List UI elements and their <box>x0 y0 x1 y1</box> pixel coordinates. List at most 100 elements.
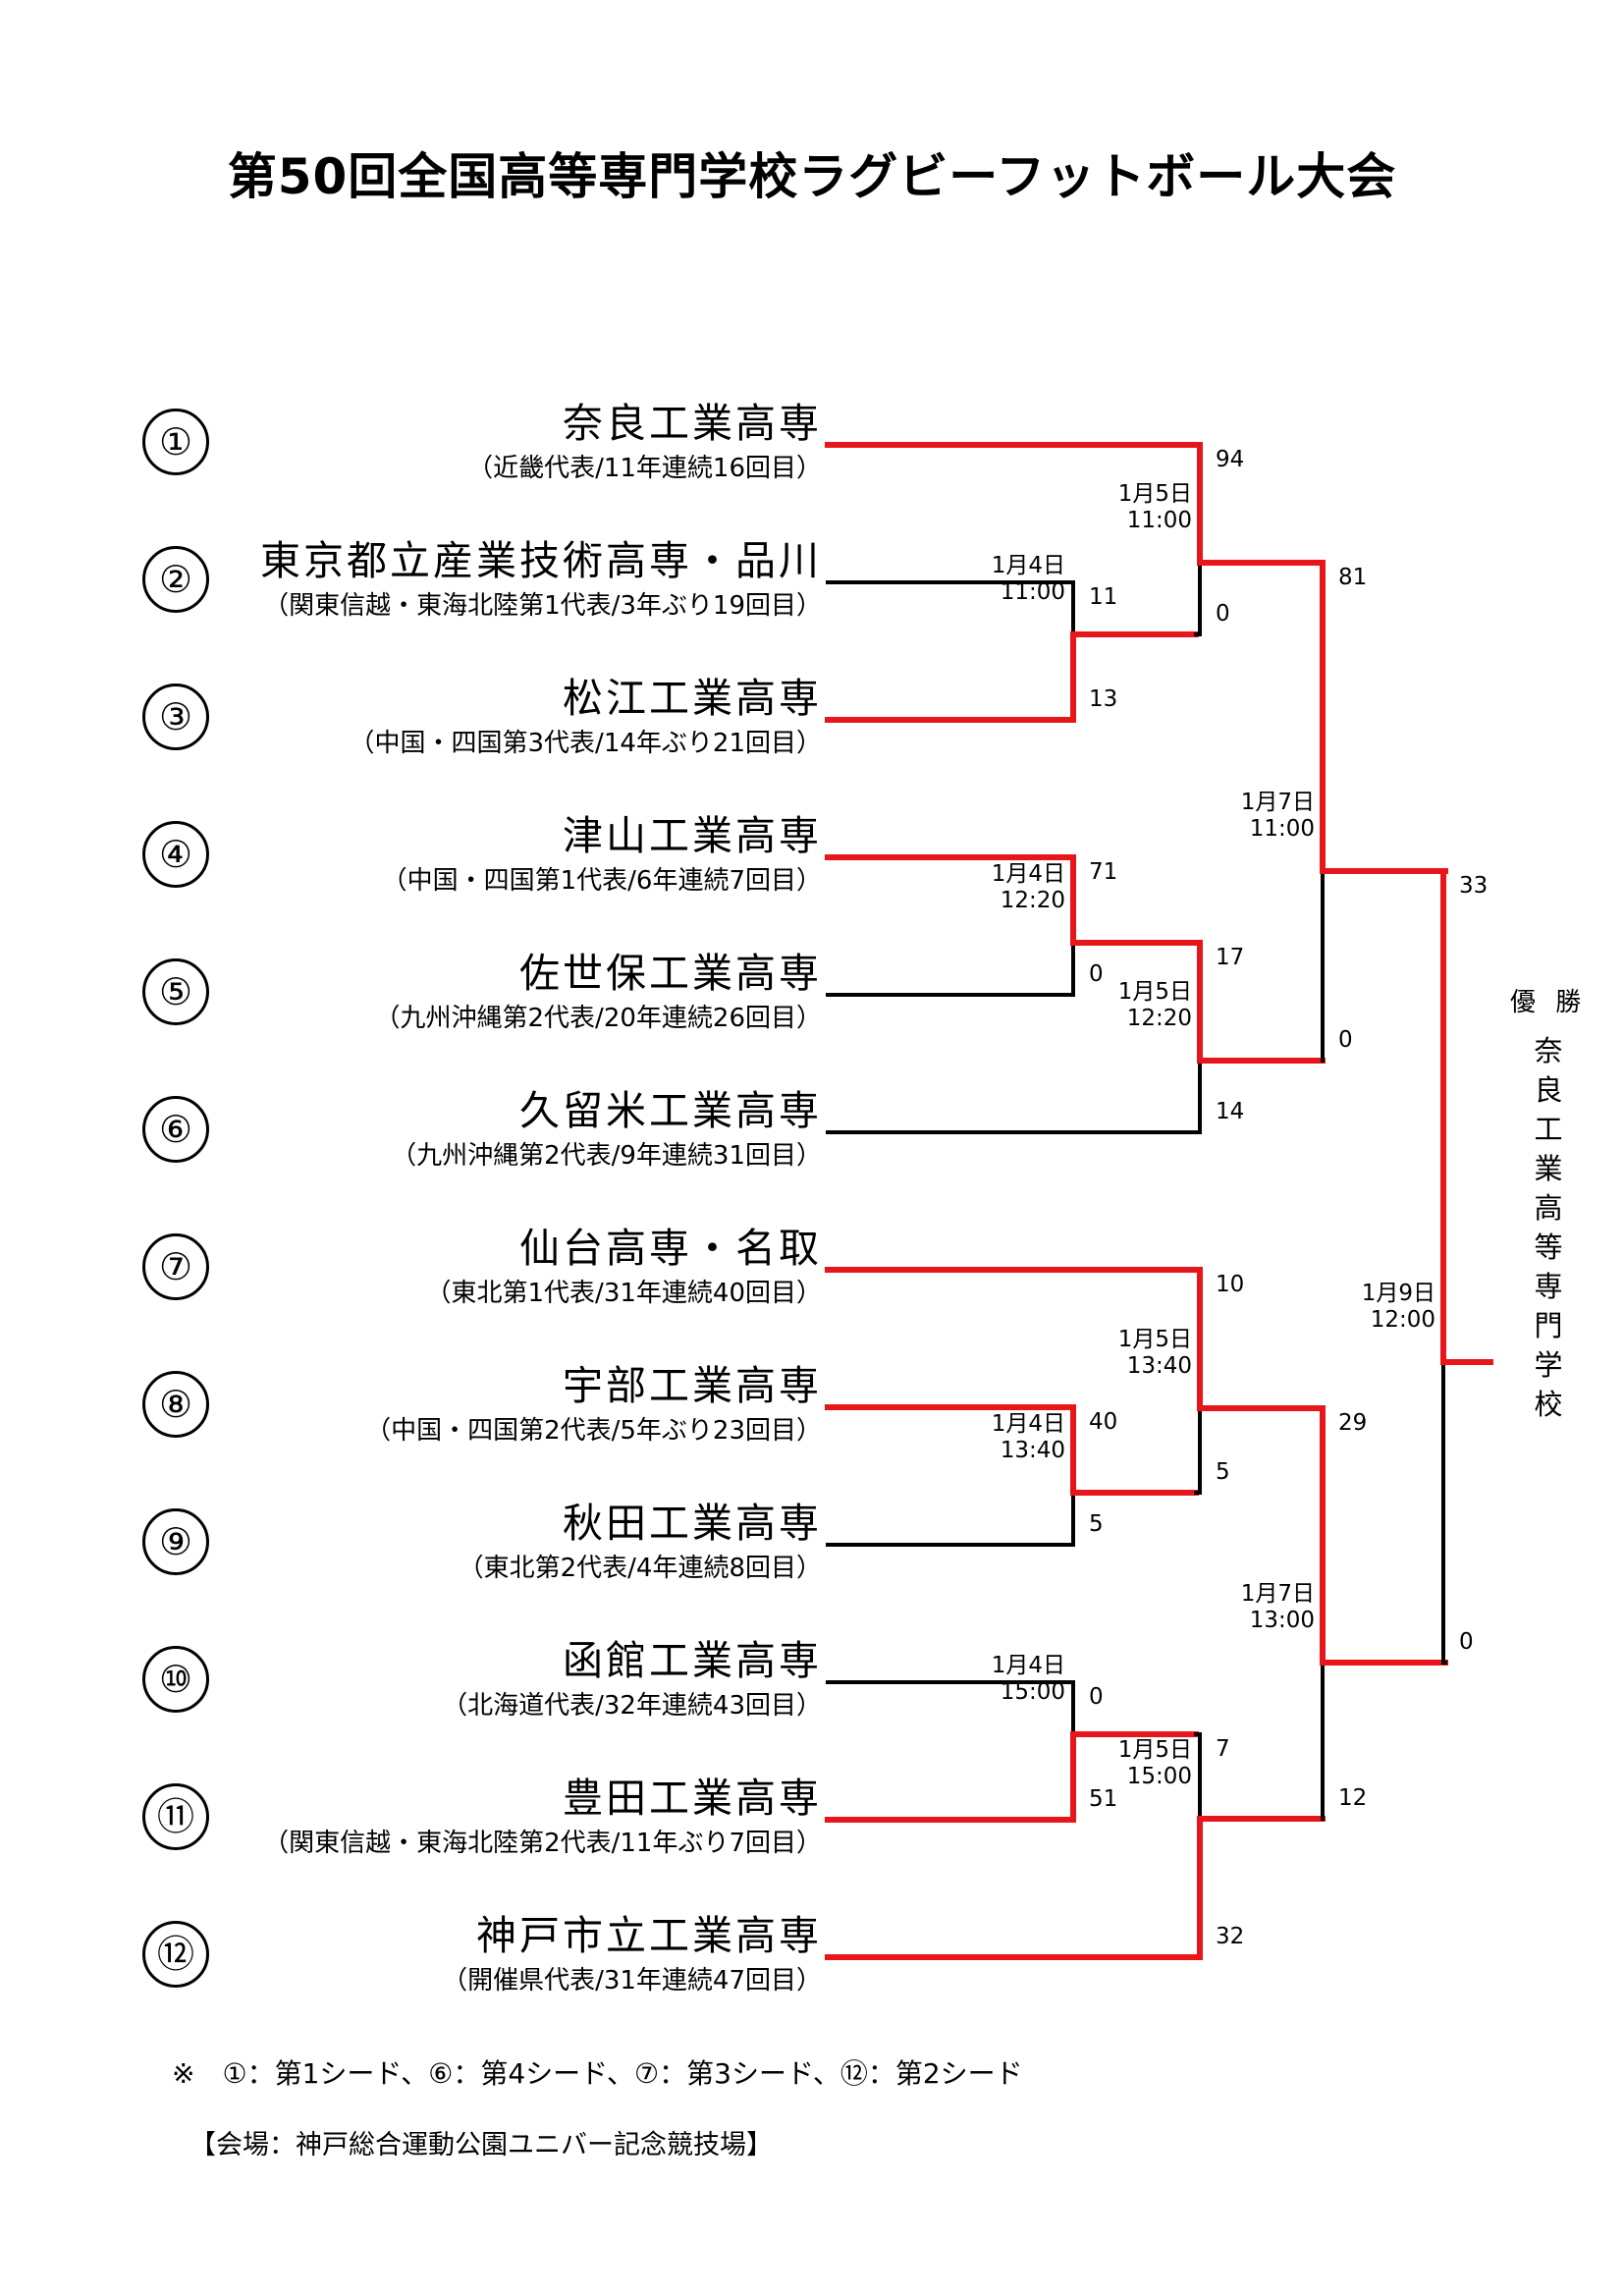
team-name: 宇部工業高専 <box>563 1362 822 1409</box>
score-bottom: 0 <box>1089 961 1104 987</box>
score-bottom: 5 <box>1216 1459 1230 1485</box>
loser-line <box>826 1491 1075 1547</box>
match-time: 15:00 <box>1126 1764 1192 1789</box>
team-name: 秋田工業高専 <box>563 1500 822 1547</box>
winner-line <box>1193 940 1326 1064</box>
seed-number: ⑨ <box>142 1508 209 1575</box>
page-title: 第50回全国高等専門学校ラグビーフットボール大会 <box>227 148 1397 205</box>
seed-number: ③ <box>142 683 209 750</box>
match-date: 1月5日 <box>1117 979 1192 1005</box>
seed-number: ④ <box>142 821 209 888</box>
score-top: 17 <box>1216 945 1245 970</box>
team-name: 東京都立産業技術高専・品川 <box>260 537 822 584</box>
seed-number: ⑪ <box>142 1783 209 1850</box>
team-detail: （関東信越・東海北陸第1代表/3年ぶり19回目） <box>263 591 822 621</box>
match-date: 1月4日 <box>991 1411 1065 1437</box>
match-time: 11:00 <box>1126 508 1192 533</box>
team-name: 佐世保工業高専 <box>519 950 822 997</box>
seed-note: ※ ①：第1シード、⑥：第4シード、⑦：第3シード、⑫：第2シード <box>172 2057 1023 2090</box>
champion-label: 優 勝 <box>1510 988 1588 1017</box>
team-detail: （開催県代表/31年連続47回目） <box>442 1966 822 1995</box>
seed-number: ⑥ <box>142 1096 209 1163</box>
score-top: 81 <box>1338 565 1368 590</box>
champion-name: 奈良工業高等専門学校 <box>1534 1034 1563 1421</box>
loser-line <box>1194 561 1202 636</box>
team-detail: （中国・四国第2代表/5年ぶり23回目） <box>365 1416 822 1446</box>
score-top: 7 <box>1216 1736 1230 1762</box>
score-bottom: 0 <box>1338 1027 1353 1053</box>
winner-line <box>825 1816 1326 1960</box>
team-name: 奈良工業高専 <box>563 400 822 447</box>
team-detail: （東北第1代表/31年連続40回目） <box>425 1279 822 1308</box>
score-bottom: 12 <box>1338 1785 1368 1811</box>
team-name: 神戸市立工業高専 <box>476 1912 822 1959</box>
match-date: 1月7日 <box>1240 1581 1315 1607</box>
loser-line <box>826 1059 1202 1134</box>
team-detail: （九州沖縄第2代表/9年連続31回目） <box>391 1141 822 1171</box>
match-date: 1月9日 <box>1361 1281 1435 1306</box>
winner-line <box>1320 560 1448 874</box>
score-top: 94 <box>1216 447 1245 472</box>
score-top: 10 <box>1216 1272 1245 1297</box>
seed-number: ⑫ <box>142 1921 209 1988</box>
loser-line <box>1194 1406 1202 1495</box>
score-bottom: 0 <box>1216 601 1230 627</box>
loser-line <box>826 580 1075 636</box>
match-time: 13:40 <box>1000 1438 1065 1463</box>
team-name: 松江工業高専 <box>563 675 822 722</box>
match-date: 1月4日 <box>991 861 1065 887</box>
score-top: 0 <box>1089 1684 1104 1710</box>
score-top: 40 <box>1089 1409 1118 1435</box>
loser-line <box>826 1680 1075 1736</box>
loser-line <box>1441 1360 1447 1665</box>
team-name: 仙台高専・名取 <box>519 1225 822 1272</box>
team-detail: （東北第2代表/4年連続8回目） <box>458 1554 822 1583</box>
match-time: 13:40 <box>1126 1353 1192 1379</box>
seed-number: ② <box>142 546 209 613</box>
winner-line <box>825 1267 1326 1411</box>
match-time: 13:00 <box>1249 1608 1315 1633</box>
seed-number: ⑦ <box>142 1233 209 1300</box>
winner-line <box>825 1731 1199 1823</box>
winner-line <box>1320 1405 1448 1666</box>
winner-line <box>825 631 1199 723</box>
score-top: 29 <box>1338 1410 1368 1436</box>
match-time: 12:20 <box>1126 1006 1192 1031</box>
team-detail: （九州沖縄第2代表/20年連続26回目） <box>374 1004 822 1033</box>
score-bottom: 32 <box>1216 1924 1245 1949</box>
match-date: 1月5日 <box>1117 1737 1192 1763</box>
score-bottom: 5 <box>1089 1511 1104 1537</box>
match-date: 1月4日 <box>991 553 1065 578</box>
match-date: 1月5日 <box>1117 481 1192 507</box>
team-name: 津山工業高専 <box>563 812 822 859</box>
seed-number: ① <box>142 409 209 475</box>
winner-line <box>825 1404 1199 1496</box>
winner-line <box>825 854 1199 946</box>
loser-line <box>1194 1732 1202 1821</box>
match-date: 1月5日 <box>1117 1327 1192 1352</box>
score-bottom: 0 <box>1459 1629 1474 1655</box>
team-detail: （中国・四国第3代表/14年ぶり21回目） <box>349 729 822 758</box>
score-top: 11 <box>1089 584 1118 610</box>
match-time: 11:00 <box>1249 816 1315 842</box>
seed-number: ⑩ <box>142 1646 209 1713</box>
team-detail: （北海道代表/32年連続43回目） <box>442 1691 822 1721</box>
venue-info: 【会場：神戸総合運動公園ユニバー記念競技場】 <box>189 2130 773 2160</box>
winner-line <box>1440 868 1493 1365</box>
score-top: 71 <box>1089 859 1118 885</box>
score-bottom: 13 <box>1089 686 1118 712</box>
winner-line <box>825 442 1326 566</box>
match-date: 1月4日 <box>991 1653 1065 1678</box>
score-bottom: 14 <box>1216 1099 1245 1124</box>
team-detail: （中国・四国第1代表/6年連続7回目） <box>381 866 822 896</box>
loser-line <box>826 941 1075 997</box>
team-name: 豊田工業高専 <box>563 1775 822 1822</box>
match-time: 12:20 <box>1000 888 1065 913</box>
match-time: 15:00 <box>1000 1679 1065 1705</box>
seed-number: ⑧ <box>142 1371 209 1438</box>
team-detail: （関東信越・東海北陸第2代表/11年ぶり7回目） <box>263 1829 822 1858</box>
match-time: 12:00 <box>1370 1307 1435 1333</box>
team-name: 久留米工業高専 <box>519 1087 822 1134</box>
match-date: 1月7日 <box>1240 790 1315 815</box>
